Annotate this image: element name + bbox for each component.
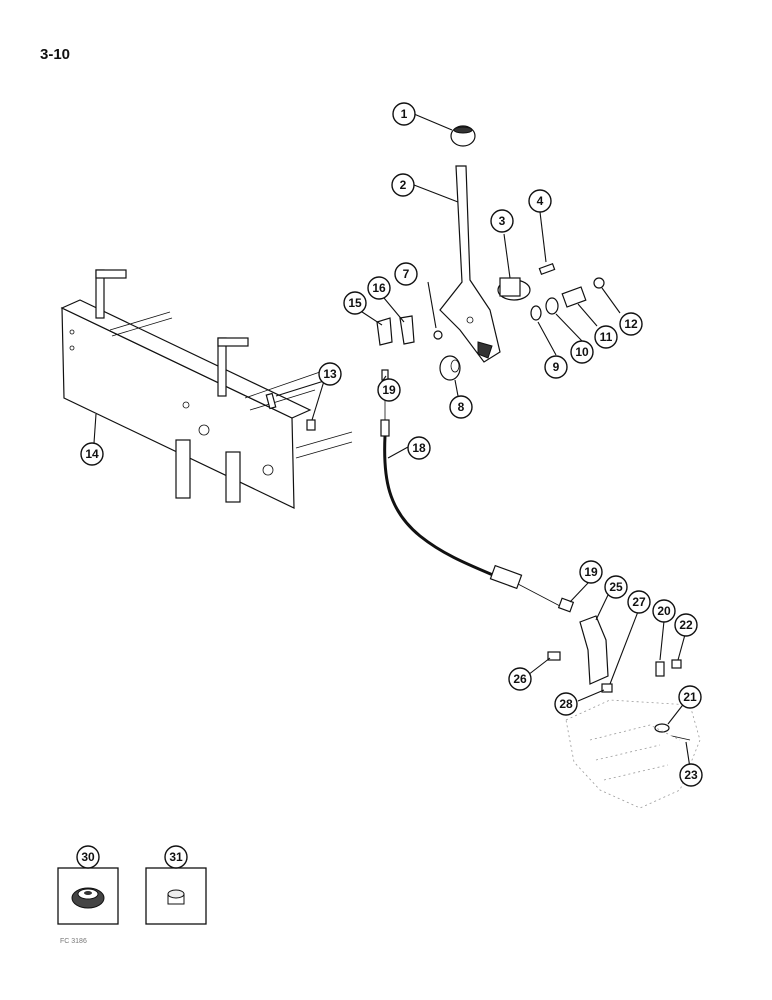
svg-text:28: 28	[559, 697, 573, 711]
svg-text:14: 14	[85, 447, 99, 461]
callout-16: 16	[367, 276, 391, 300]
svg-text:21: 21	[683, 690, 697, 704]
callout-7: 7	[394, 262, 418, 286]
swivel	[655, 661, 665, 677]
handle-knob	[450, 125, 476, 147]
callout-18: 18	[407, 436, 431, 460]
figure-code: FC 3186	[60, 938, 87, 945]
seal-ring-icon	[71, 887, 105, 909]
svg-text:4: 4	[537, 194, 544, 208]
svg-text:22: 22	[679, 618, 693, 632]
svg-text:2: 2	[400, 178, 407, 192]
svg-text:8: 8	[458, 400, 465, 414]
svg-text:19: 19	[584, 565, 598, 579]
callout-1: 1	[392, 102, 416, 126]
callout-21: 21	[678, 685, 702, 709]
callout-8: 8	[449, 395, 473, 419]
callout-15: 15	[343, 291, 367, 315]
mounting-panel	[60, 269, 353, 509]
svg-text:3: 3	[499, 214, 506, 228]
bolt	[538, 263, 556, 275]
svg-text:26: 26	[513, 672, 527, 686]
svg-text:30: 30	[81, 850, 95, 864]
callout-26: 26	[508, 667, 532, 691]
svg-text:16: 16	[372, 281, 386, 295]
page-number: 3-10	[40, 46, 71, 63]
nut	[601, 683, 613, 693]
callout-22: 22	[674, 613, 698, 637]
inset-31: 31	[145, 845, 207, 925]
callout-13: 13	[318, 362, 342, 386]
callout-23: 23	[679, 763, 703, 787]
callout-27: 27	[627, 590, 651, 614]
svg-text:31: 31	[169, 850, 183, 864]
control-cable	[380, 369, 575, 613]
plug-icon	[167, 889, 185, 905]
washer	[654, 723, 670, 733]
callout-28: 28	[554, 692, 578, 716]
control-lever	[439, 165, 501, 363]
svg-text:27: 27	[632, 595, 646, 609]
callout-20: 20	[652, 599, 676, 623]
nut	[671, 659, 682, 669]
bolt	[265, 392, 277, 410]
svg-text:13: 13	[323, 367, 337, 381]
callout-2: 2	[391, 173, 415, 197]
svg-text:10: 10	[575, 345, 589, 359]
friction-assembly	[530, 277, 605, 321]
clip	[376, 317, 393, 346]
callout-3: 3	[490, 209, 514, 233]
callout-12: 12	[619, 312, 643, 336]
svg-text:18: 18	[412, 441, 426, 455]
pivot-bracket	[497, 277, 531, 301]
svg-text:7: 7	[403, 267, 410, 281]
bolt	[306, 419, 316, 431]
svg-text:12: 12	[624, 317, 638, 331]
mounting-bracket	[579, 615, 609, 685]
inset-30: 30	[57, 845, 119, 925]
callout-19a: 19	[377, 378, 401, 402]
svg-text:11: 11	[600, 330, 613, 344]
callout-19b: 19	[579, 560, 603, 584]
svg-text:15: 15	[348, 296, 362, 310]
callout-10: 10	[570, 340, 594, 364]
callout-4: 4	[528, 189, 552, 213]
svg-text:23: 23	[684, 768, 698, 782]
svg-text:9: 9	[553, 360, 560, 374]
svg-text:19: 19	[382, 383, 396, 397]
cotter-pin	[671, 735, 691, 741]
callout-11: 11	[594, 325, 618, 349]
engine-block	[565, 699, 701, 809]
bolt	[547, 651, 561, 661]
clip	[399, 315, 415, 345]
svg-text:1: 1	[401, 107, 408, 121]
bushing	[439, 355, 461, 381]
callout-14: 14	[80, 442, 104, 466]
svg-text:25: 25	[609, 580, 623, 594]
svg-text:20: 20	[657, 604, 671, 618]
nut	[433, 330, 443, 340]
callout-9: 9	[544, 355, 568, 379]
callout-25: 25	[604, 575, 628, 599]
